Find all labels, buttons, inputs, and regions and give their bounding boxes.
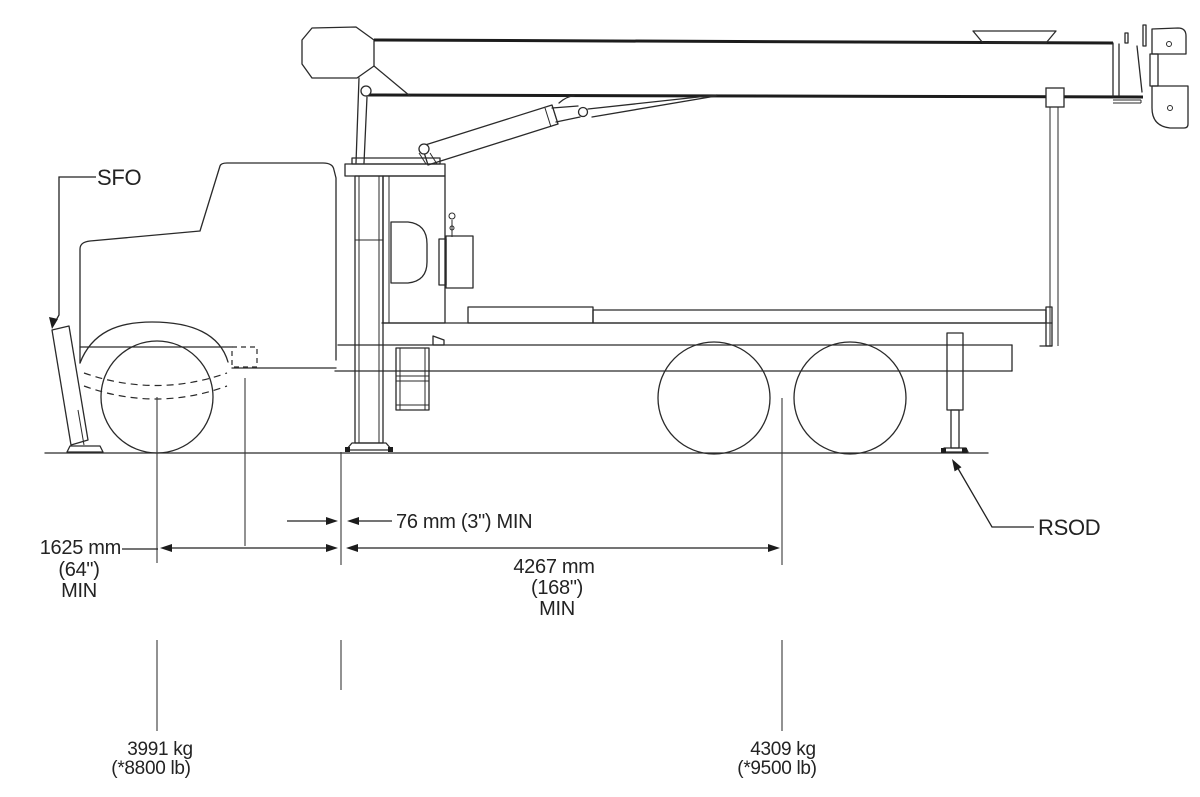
stabilizer-foot bbox=[345, 442, 393, 451]
rear-weight-kg: 4309 kg bbox=[750, 739, 816, 760]
bed-rear-post bbox=[1045, 306, 1053, 347]
bed-plank-1 bbox=[467, 306, 594, 324]
crane-boom bbox=[301, 24, 1189, 346]
front-dim-qualifier: MIN bbox=[61, 580, 97, 602]
rod-collar bbox=[1045, 87, 1065, 108]
flatbed-chassis bbox=[334, 306, 1053, 372]
boom-bottom-chord bbox=[367, 93, 1144, 99]
rear-outrigger-rsod bbox=[941, 332, 969, 453]
cylinder-bracket-wedge bbox=[587, 94, 718, 118]
rsod-callout: RSOD bbox=[952, 459, 1101, 540]
sfo-foot bbox=[66, 445, 104, 453]
boom-tail bbox=[301, 26, 375, 79]
tire-deflection-dashed-2 bbox=[83, 385, 228, 400]
crane-turret bbox=[344, 157, 474, 452]
bed-plank-2 bbox=[592, 309, 1047, 324]
clearance-dim-label: 76 mm (3") MIN bbox=[396, 511, 532, 533]
turret-base-plate bbox=[344, 163, 446, 177]
sfo-label: SFO bbox=[97, 165, 142, 190]
dimension-rear: 4267 mm (168") MIN bbox=[346, 544, 780, 620]
cylinder-barrel bbox=[421, 104, 559, 166]
rear-dim-qualifier: MIN bbox=[539, 598, 575, 620]
rear-axle-weight: 4309 kg (*9500 lb) bbox=[737, 739, 817, 779]
rsod-label: RSOD bbox=[1038, 515, 1100, 540]
dimension-front: 1625 mm (64") MIN bbox=[40, 537, 338, 602]
front-dim-inches: (64") bbox=[58, 559, 99, 581]
fuel-tank-dashed bbox=[231, 346, 258, 368]
cylinder-base-pin bbox=[418, 143, 430, 155]
cylinder-rod-pin bbox=[577, 106, 589, 118]
rear-dim-inches: (168") bbox=[531, 577, 583, 599]
sfo-cylinder bbox=[51, 325, 89, 446]
sfo-callout: SFO bbox=[49, 165, 142, 329]
reference-lines bbox=[156, 378, 783, 731]
mast-support bbox=[355, 77, 368, 164]
operator-console bbox=[390, 221, 428, 284]
tire-deflection-dashed-1 bbox=[83, 372, 228, 387]
front-outrigger-sfo bbox=[51, 325, 104, 453]
access-ladder bbox=[395, 347, 430, 411]
boom-head bbox=[1112, 24, 1189, 129]
wheels bbox=[100, 340, 907, 455]
head-sheave-plate-upper bbox=[1151, 27, 1187, 55]
turret-body bbox=[382, 175, 446, 324]
front-fender bbox=[79, 321, 229, 364]
rsod-leg bbox=[950, 409, 960, 449]
lift-cylinder bbox=[418, 94, 718, 166]
truck-cab bbox=[79, 162, 337, 400]
front-axle-weight: 3991 kg (*8800 lb) bbox=[111, 739, 193, 779]
head-sheave-plate-lower bbox=[1151, 85, 1189, 129]
front-dim-value: 1625 mm bbox=[40, 537, 121, 559]
rear-wheel-2 bbox=[793, 341, 907, 455]
boom-section-plate bbox=[972, 30, 1057, 44]
rear-dim-value: 4267 mm bbox=[513, 556, 594, 578]
front-weight-kg: 3991 kg bbox=[127, 739, 193, 760]
rear-weight-lb: (*9500 lb) bbox=[737, 758, 816, 779]
boom-pivot-pin bbox=[360, 85, 372, 97]
control-box bbox=[445, 235, 474, 289]
rear-wheel-1 bbox=[657, 341, 771, 455]
dimension-clearance: 76 mm (3") MIN bbox=[287, 511, 533, 533]
front-weight-lb: (*8800 lb) bbox=[111, 758, 190, 779]
boom-rest-rod bbox=[1045, 87, 1065, 346]
